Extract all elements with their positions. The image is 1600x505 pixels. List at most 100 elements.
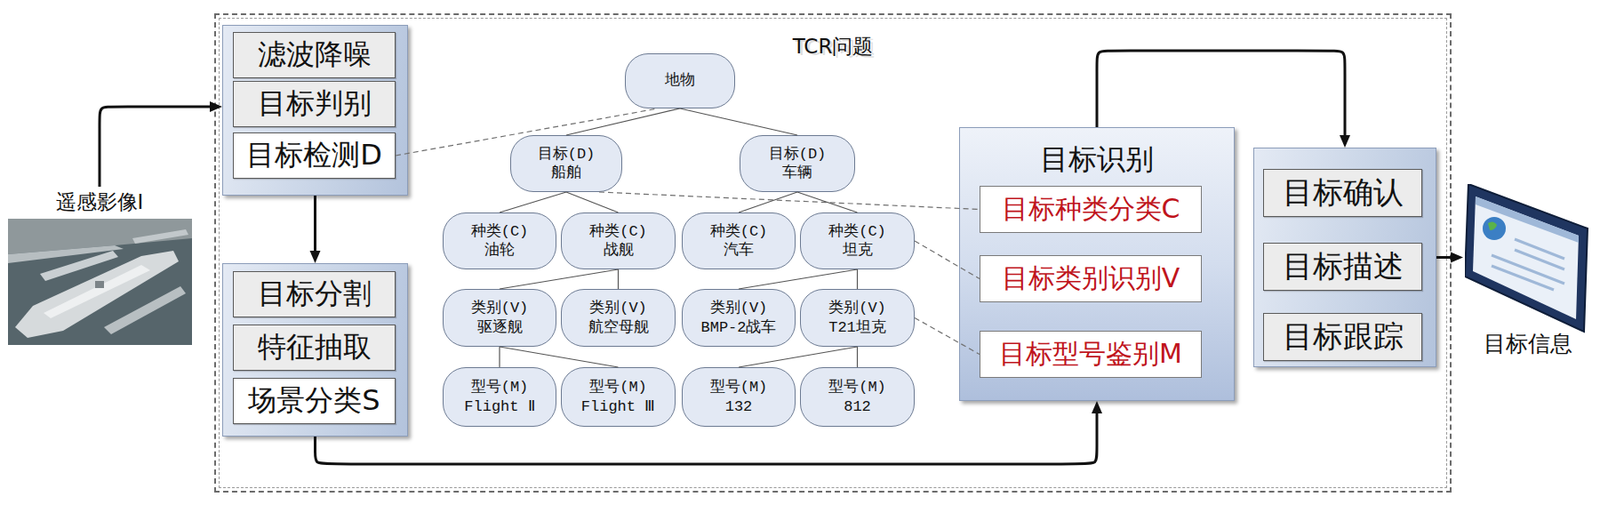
carrier-hull [15,250,179,338]
hierarchy-line [738,192,798,213]
screen-line [1514,239,1565,259]
hierarchy-node: 目标(D) 车辆 [739,135,856,192]
box-label: 目标检测D [246,136,383,176]
process-box: 目标跟踪 [1263,312,1423,361]
output-icon: 目标信息 [1463,182,1593,360]
module-group: 目标分割特征抽取场景分类S [222,263,408,437]
monitor-frame [1464,184,1588,332]
process-box: 目标确认 [1263,168,1423,217]
hierarchy-node: 目标(D) 船舶 [510,135,623,192]
frame-title: TCR问题 [216,32,1450,61]
hierarchy-node: 型号(M) Flight Ⅲ [560,367,676,427]
process-box: 目标描述 [1263,242,1423,291]
hierarchy-line [797,192,858,213]
hierarchy-line [738,269,858,289]
module-group: 滤波降噪目标判别目标检测D [222,24,408,196]
flow-arrow [1436,256,1460,259]
process-box: 特征抽取 [232,324,396,371]
hierarchy-node: 类别(V) 驱逐舰 [442,288,557,347]
node-label: 种类(C) 汽车 [708,222,770,261]
process-box: 场景分类S [232,377,396,424]
ship [104,286,186,335]
hierarchy-line [566,192,619,213]
mapping-line [395,108,658,156]
hierarchy-line [856,269,858,289]
hierarchy-node: 型号(M) Flight Ⅱ [442,367,557,427]
mapping-line [914,318,980,355]
hierarchy-line [856,346,858,368]
node-label: 型号(M) Flight Ⅱ [462,377,537,416]
node-label: 目标(D) 船舶 [536,144,598,184]
hierarchy-line [680,108,798,136]
browser-bar [1475,196,1579,243]
node-label: 种类(C) 油轮 [469,222,531,261]
hierarchy-node: 型号(M) 812 [800,367,915,427]
node-label: 种类(C) 战舰 [587,222,649,261]
icon-caption: 目标信息 [1483,328,1573,359]
node-label: 型号(M) 132 [708,377,770,416]
process-box: 目标判别 [232,80,396,128]
box-label: 滤波降噪 [257,35,372,75]
hierarchy-line [617,269,619,289]
satellite-image [8,218,192,345]
recognition-step: 目标型号鉴别M [979,330,1202,378]
process-box: 目标分割 [232,271,396,318]
hierarchy-node: 类别(V) 航空母舰 [560,288,676,347]
globe [1482,216,1506,240]
image-caption: 遥感影像I [56,188,144,216]
step-label: 目标型号鉴别M [999,336,1183,373]
step-label: 目标种类分类C [1001,191,1181,228]
box-label: 目标分割 [257,274,372,314]
box-label: 目标描述 [1282,246,1404,288]
mapping-line [599,192,980,210]
node-label: 型号(M) 812 [826,377,888,416]
hierarchy-line [738,346,858,368]
box-label: 场景分类S [248,381,380,421]
globe-land [1488,221,1497,231]
hierarchy-line [499,192,567,213]
recognition-step: 目标种类分类C [979,185,1202,233]
module-group: 目标确认目标描述目标跟踪 [1253,147,1437,368]
node-label: 型号(M) Flight Ⅲ [579,377,658,416]
input-image: 遥感影像I [5,186,194,347]
monitor-icon [1464,184,1592,336]
flow-arrow [99,106,219,187]
box-label: 目标跟踪 [1282,316,1404,358]
hierarchy-node: 型号(M) 132 [681,367,796,427]
tcr-frame: TCR问题滤波降噪目标判别目标检测D 目标分割特征抽取场景分类S 地物目标(D) 船… [214,13,1452,493]
recognition-panel: 目标识别目标种类分类C目标类别识别V目标型号鉴别M [959,127,1235,401]
hierarchy-node: 种类(C) 油轮 [442,212,557,270]
mapping-line [914,240,980,280]
node-label: 地物 [663,71,697,90]
node-label: 种类(C) 坦克 [826,222,888,261]
box-label: 特征抽取 [257,328,372,368]
hierarchy-node: 类别(V) BMP-2战车 [681,288,796,347]
node-label: 类别(V) BMP-2战车 [698,298,779,337]
hierarchy-node: 地物 [624,53,736,109]
flow-arrow [315,404,1098,464]
node-label: 类别(V) T21坦克 [826,298,888,337]
process-box: 滤波降噪 [232,32,396,79]
monitor-screen [1472,196,1579,320]
hierarchy-node: 种类(C) 战舰 [560,212,676,270]
screen-line [1491,265,1554,290]
node-label: 类别(V) 航空母舰 [586,298,651,337]
ship [40,250,119,281]
water [8,218,192,345]
hierarchy-line [498,346,500,368]
panel-title: 目标识别 [960,140,1234,180]
hierarchy-line [499,269,619,289]
box-label: 目标确认 [1282,172,1404,214]
hierarchy-node: 类别(V) T21坦克 [800,288,915,347]
hierarchy-node: 种类(C) 汽车 [681,212,796,270]
hierarchy-line [499,346,619,368]
process-box: 目标检测D [232,132,396,179]
node-label: 目标(D) 车辆 [767,144,829,184]
flow-arrow [1096,50,1345,144]
node-label: 类别(V) 驱逐舰 [469,298,531,337]
carrier-island [95,280,104,288]
ship [132,229,189,244]
hierarchy-node: 种类(C) 坦克 [800,212,915,270]
box-label: 目标判别 [257,84,372,124]
flow-arrow [313,195,317,260]
